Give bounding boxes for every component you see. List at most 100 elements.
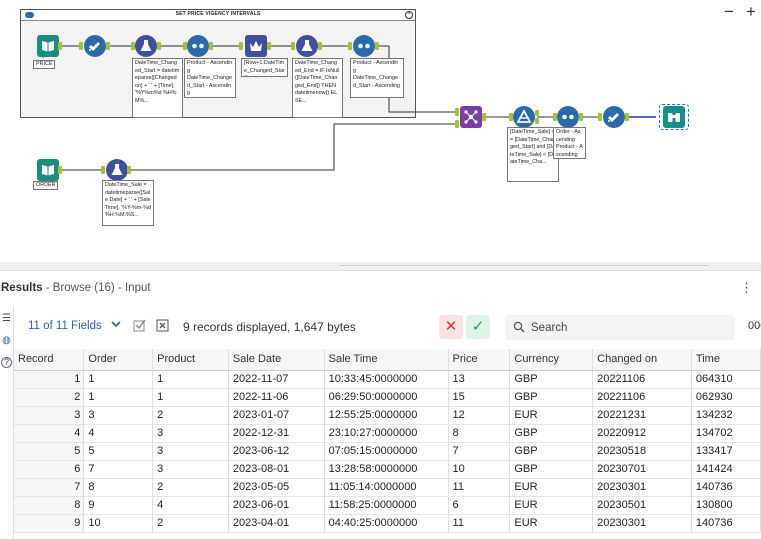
output-anchor[interactable]: [58, 166, 62, 174]
output-anchor[interactable]: [625, 113, 629, 121]
table-cell[interactable]: 3: [83, 406, 154, 425]
table-cell[interactable]: 9: [83, 496, 154, 515]
table-cell[interactable]: 2023-06-01: [228, 496, 325, 515]
formula-tool-3[interactable]: [106, 159, 128, 181]
table-cell[interactable]: 2: [152, 406, 229, 425]
check-fields-icon[interactable]: [133, 319, 146, 332]
table-cell[interactable]: 2022-11-06: [228, 388, 325, 407]
binoculars-small-icon[interactable]: ◍: [2, 335, 11, 346]
table-cell[interactable]: 2022-11-07: [228, 370, 325, 389]
table-cell[interactable]: 11:58:25:0000000: [324, 496, 449, 515]
table-cell[interactable]: 1: [152, 370, 229, 389]
sort-tool-1[interactable]: [187, 35, 209, 57]
fields-selector[interactable]: 11 of 11 Fields: [28, 320, 102, 332]
table-cell[interactable]: 10:33:45:0000000: [324, 370, 449, 389]
table-cell[interactable]: 2023-06-12: [228, 442, 325, 461]
input-anchor[interactable]: [183, 42, 187, 50]
table-cell[interactable]: GBP: [509, 370, 594, 389]
false-anchor[interactable]: [535, 118, 539, 124]
table-cell[interactable]: 4: [83, 424, 154, 443]
table-cell[interactable]: 04:40:25:0000000: [324, 514, 449, 533]
multi-row-formula-tool[interactable]: [245, 35, 267, 57]
list-icon[interactable]: ☰: [2, 313, 11, 324]
table-cell[interactable]: 130800: [691, 496, 761, 515]
table-cell[interactable]: 11:05:14:0000000: [324, 478, 449, 497]
zoom-out-button[interactable]: −: [724, 2, 734, 21]
table-cell[interactable]: 8: [448, 424, 511, 443]
filter-tool[interactable]: [513, 106, 535, 128]
table-cell[interactable]: 10: [83, 514, 154, 533]
table-cell[interactable]: 20230701: [592, 460, 692, 479]
column-header[interactable]: Record: [14, 349, 85, 371]
table-cell[interactable]: 7: [448, 442, 511, 461]
table-cell[interactable]: 12: [448, 406, 511, 425]
search-box[interactable]: [505, 315, 735, 340]
input-data-tool-order[interactable]: [37, 159, 59, 181]
table-cell[interactable]: 13:28:58:0000000: [324, 460, 449, 479]
column-header[interactable]: Currency: [509, 349, 594, 371]
sort-tool-3[interactable]: [557, 106, 579, 128]
table-cell[interactable]: 141424: [691, 460, 761, 479]
table-cell[interactable]: 20230501: [592, 496, 692, 515]
select-tool[interactable]: [84, 35, 106, 57]
output-anchor[interactable]: [157, 42, 161, 50]
table-cell[interactable]: 20230301: [592, 514, 692, 533]
table-cell[interactable]: 2023-01-07: [228, 406, 325, 425]
table-cell[interactable]: 11: [448, 478, 511, 497]
input-anchor[interactable]: [553, 113, 557, 121]
zoom-in-button[interactable]: +: [746, 2, 756, 21]
table-cell[interactable]: EUR: [509, 406, 594, 425]
input-anchor[interactable]: [291, 42, 295, 50]
table-cell[interactable]: 3: [152, 424, 229, 443]
table-cell[interactable]: EUR: [509, 514, 594, 533]
table-cell[interactable]: 3: [152, 442, 229, 461]
table-cell[interactable]: 10: [448, 460, 511, 479]
input-data-tool-price[interactable]: [37, 35, 59, 57]
input-anchor[interactable]: [598, 113, 602, 121]
output-anchor[interactable]: [482, 113, 486, 121]
table-cell[interactable]: 20230518: [592, 442, 692, 461]
column-header[interactable]: Time: [691, 349, 761, 371]
table-cell[interactable]: 20220912: [592, 424, 692, 443]
output-anchor[interactable]: [267, 42, 271, 50]
table-cell[interactable]: EUR: [509, 496, 594, 515]
clear-fields-icon[interactable]: [156, 319, 169, 332]
table-cell[interactable]: 140736: [691, 514, 761, 533]
container-collapse-icon[interactable]: ^: [405, 11, 413, 19]
table-cell[interactable]: 1: [83, 370, 154, 389]
table-cell[interactable]: 7: [83, 460, 154, 479]
table-cell[interactable]: 1: [83, 388, 154, 407]
column-header[interactable]: Order: [83, 349, 154, 371]
output-anchor[interactable]: [127, 166, 131, 174]
output-anchor[interactable]: [375, 42, 379, 50]
table-cell[interactable]: 20221106: [592, 370, 692, 389]
column-header[interactable]: Product: [152, 349, 229, 371]
table-cell[interactable]: 23:10:27:0000000: [324, 424, 449, 443]
table-cell[interactable]: 062930: [691, 388, 761, 407]
table-cell[interactable]: 6: [448, 496, 511, 515]
append-fields-tool[interactable]: [460, 106, 482, 128]
table-cell[interactable]: 2023-08-01: [228, 460, 325, 479]
table-cell[interactable]: GBP: [509, 442, 594, 461]
table-cell[interactable]: 2023-05-05: [228, 478, 325, 497]
table-cell[interactable]: 5: [83, 442, 154, 461]
more-options-icon[interactable]: ⋮: [740, 280, 753, 295]
table-cell[interactable]: 11: [448, 514, 511, 533]
true-anchor[interactable]: [535, 110, 539, 116]
apply-button[interactable]: ✓: [466, 315, 490, 339]
browse-tool[interactable]: [659, 104, 689, 130]
table-cell[interactable]: 3: [152, 460, 229, 479]
output-anchor[interactable]: [318, 42, 322, 50]
table-cell[interactable]: 140736: [691, 478, 761, 497]
output-anchor[interactable]: [106, 42, 110, 50]
table-cell[interactable]: GBP: [509, 460, 594, 479]
input-anchor[interactable]: [239, 42, 243, 50]
table-cell[interactable]: 20221231: [592, 406, 692, 425]
